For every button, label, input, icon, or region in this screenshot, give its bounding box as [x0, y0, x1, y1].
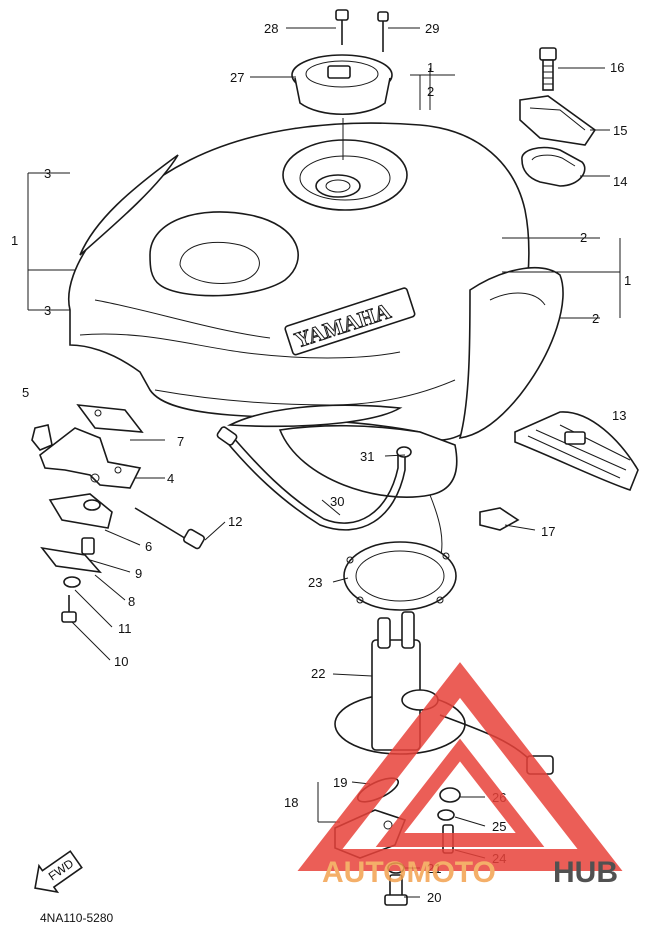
callout-23: 23	[308, 575, 322, 590]
washer-25	[437, 809, 455, 821]
callout-16: 16	[610, 60, 624, 75]
bracket-7	[76, 404, 144, 433]
callout-12: 12	[228, 514, 242, 529]
callout-2-top: 2	[427, 84, 434, 99]
callout-31: 31	[360, 449, 374, 464]
callout-22: 22	[311, 666, 325, 681]
collar-9	[81, 537, 95, 555]
damper-14	[521, 146, 586, 187]
rubber-17	[479, 507, 520, 531]
callout-1-top: 1	[427, 60, 434, 75]
screw-28	[335, 9, 349, 45]
callout-15: 15	[613, 123, 627, 138]
callout-20: 20	[427, 890, 441, 905]
callout-8: 8	[128, 594, 135, 609]
plate-8	[40, 546, 103, 574]
bracket-4	[39, 427, 142, 489]
clip-31	[396, 446, 412, 458]
callout-25: 25	[492, 819, 506, 834]
callout-28: 28	[264, 21, 278, 36]
callout-9: 9	[135, 566, 142, 581]
leader-lines	[27, 27, 621, 898]
bolt-12	[134, 507, 205, 550]
screw-29	[377, 11, 389, 52]
callout-5: 5	[22, 385, 29, 400]
callout-27: 27	[230, 70, 244, 85]
fuel-tank: YAMAHA	[67, 122, 564, 561]
callout-18: 18	[284, 795, 298, 810]
diagram-code: 4NA110-5280	[40, 911, 113, 925]
forward-arrow-icon: FWD	[34, 850, 83, 894]
callout-29: 29	[425, 21, 439, 36]
hose-30	[216, 426, 406, 531]
callout-3-upper: 3	[44, 166, 51, 181]
callout-11: 11	[118, 621, 132, 636]
bolt-20	[384, 874, 408, 906]
side-cover-13	[514, 411, 639, 491]
callout-19: 19	[333, 775, 347, 790]
callout-3-lower: 3	[44, 303, 51, 318]
fuel-cap-assembly	[291, 9, 393, 160]
watermark-text-left: AUTOMOTO	[322, 856, 496, 889]
callout-13: 13	[612, 408, 626, 423]
callout-1-left: 1	[11, 233, 18, 248]
washer-11	[63, 576, 81, 588]
collar-26	[439, 787, 461, 803]
damper-6	[48, 493, 113, 529]
callout-2-upper: 2	[580, 230, 587, 245]
callout-14: 14	[613, 174, 627, 189]
callout-4: 4	[167, 471, 174, 486]
callout-2-lower: 2	[592, 311, 599, 326]
bracket-15	[519, 95, 597, 146]
nut-5	[31, 424, 53, 451]
callout-30: 30	[330, 494, 344, 509]
callout-7: 7	[177, 434, 184, 449]
callout-17: 17	[541, 524, 555, 539]
callout-6: 6	[145, 539, 152, 554]
watermark-text-right: HUB	[553, 856, 618, 889]
callout-10: 10	[114, 654, 128, 669]
callout-1-right: 1	[624, 273, 631, 288]
triangle-logo-icon	[297, 662, 623, 871]
bolt-10	[61, 595, 77, 623]
bolt-16	[539, 47, 557, 91]
watermark-logo: AUTOMOTO HUB	[297, 662, 623, 889]
gasket-23	[343, 541, 457, 611]
